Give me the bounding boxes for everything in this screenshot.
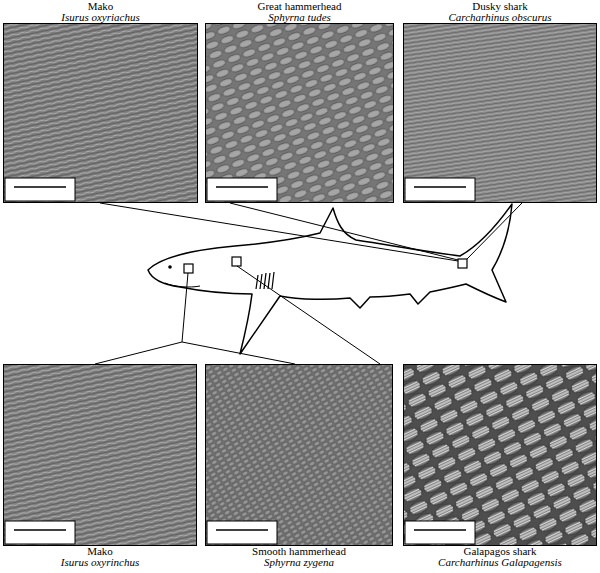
common-name: Mako [3,546,197,557]
common-name: Galapagos shark [403,546,597,557]
species-name: Sphyrna zygena [205,557,393,568]
micrograph-texture [3,23,198,203]
shark-eye [168,265,172,269]
micrograph-texture [205,23,394,203]
micrograph-frame [205,23,394,203]
common-name: Smooth hammerhead [205,546,393,557]
micrograph-panel: Galapagos sharkCarcharhinus Galapagensis [403,364,597,568]
shark-mouth [165,283,200,287]
micrograph-panel: Great hammerheadSphyrna tudes [205,1,394,203]
micrograph-texture [403,23,597,203]
species-name: Isurus oxyrinchus [3,557,197,568]
micrograph-texture [3,364,197,546]
common-name: Mako [3,1,198,12]
shark-outline [148,204,512,354]
micrograph-frame [3,23,198,203]
micrograph-frame [403,23,597,203]
common-name: Dusky shark [403,1,597,12]
species-name: Sphyrna tudes [205,12,394,23]
micrograph-panel: Smooth hammerheadSphyrna zygena [205,364,393,568]
sample-site [184,257,467,273]
micrograph-frame [205,364,393,546]
micrograph-panel: MakoIsurus oxyriachus [3,1,198,203]
common-name: Great hammerhead [205,1,394,12]
species-name: Carcharhinus obscurus [403,12,597,23]
species-name: Carcharhinus Galapagensis [403,557,597,568]
micrograph-frame [3,364,197,546]
micrograph-frame [403,364,597,546]
species-name: Isurus oxyriachus [3,12,198,23]
micrograph-texture [205,364,393,546]
micrograph-panel: Dusky sharkCarcharhinus obscurus [403,1,597,203]
scale-bar [5,178,475,544]
micrograph-texture [403,364,597,546]
micrograph-panel: MakoIsurus oxyrinchus [3,364,197,568]
leader-line [95,203,522,364]
